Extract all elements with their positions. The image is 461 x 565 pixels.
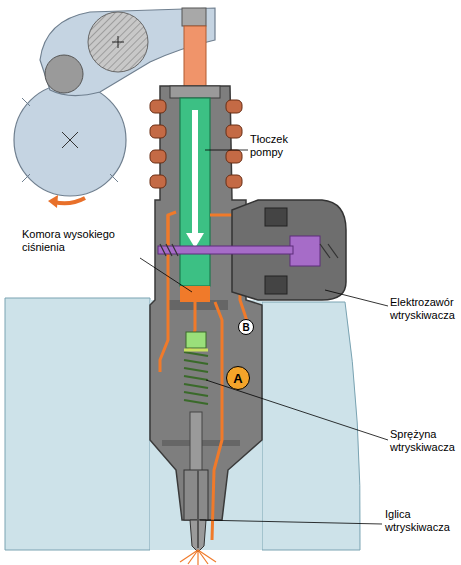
part-label: Komora wysokiego ciśnienia — [22, 228, 140, 254]
leader-line — [140, 150, 388, 524]
cylinder-head — [5, 298, 150, 550]
callout-circle: B — [238, 319, 254, 335]
cam — [14, 84, 126, 196]
rotation-arrow — [54, 198, 85, 203]
callout-circle: A — [226, 366, 250, 390]
part-label: Elektrozawór wtryskiwacza — [390, 296, 460, 322]
pump-plunger — [180, 98, 210, 286]
stroke-arrow — [192, 110, 198, 235]
part-label: Sprężyna wtryskiwacza — [390, 428, 458, 454]
solenoid-armature — [290, 236, 320, 266]
injector-needle — [197, 470, 199, 548]
cam-axis — [62, 132, 78, 148]
part-label: Iglica wtryskiwacza — [385, 508, 455, 534]
tick — [22, 174, 30, 182]
spring-seat — [170, 86, 220, 98]
part-label: Tłoczek pompy — [250, 133, 310, 159]
solenoid-coil — [265, 208, 287, 226]
callout-letter: B — [242, 322, 249, 333]
valve-spring — [160, 244, 178, 256]
callout-letter: A — [233, 371, 242, 386]
tick — [110, 174, 118, 182]
rotation-arrow — [48, 195, 58, 208]
rocker-shaft — [88, 12, 148, 72]
valve-needle — [158, 246, 293, 254]
adjusting-nut — [182, 8, 206, 26]
tick — [22, 98, 30, 106]
solenoid-coil — [265, 276, 287, 294]
roller — [45, 55, 83, 93]
spring-seat — [184, 349, 208, 352]
injector-spring — [184, 352, 208, 404]
rocker-arm — [40, 8, 215, 96]
cam-axis — [62, 132, 78, 148]
injector-body — [150, 86, 262, 520]
shaft-axis — [118, 36, 119, 48]
needle-pushrod — [190, 412, 202, 472]
nozzle-body — [184, 470, 208, 520]
high-pressure-chamber — [180, 286, 210, 302]
armature-spring — [320, 244, 338, 258]
spring-piston — [186, 332, 206, 348]
fuel-spray — [180, 550, 216, 565]
push-rod — [184, 26, 206, 92]
